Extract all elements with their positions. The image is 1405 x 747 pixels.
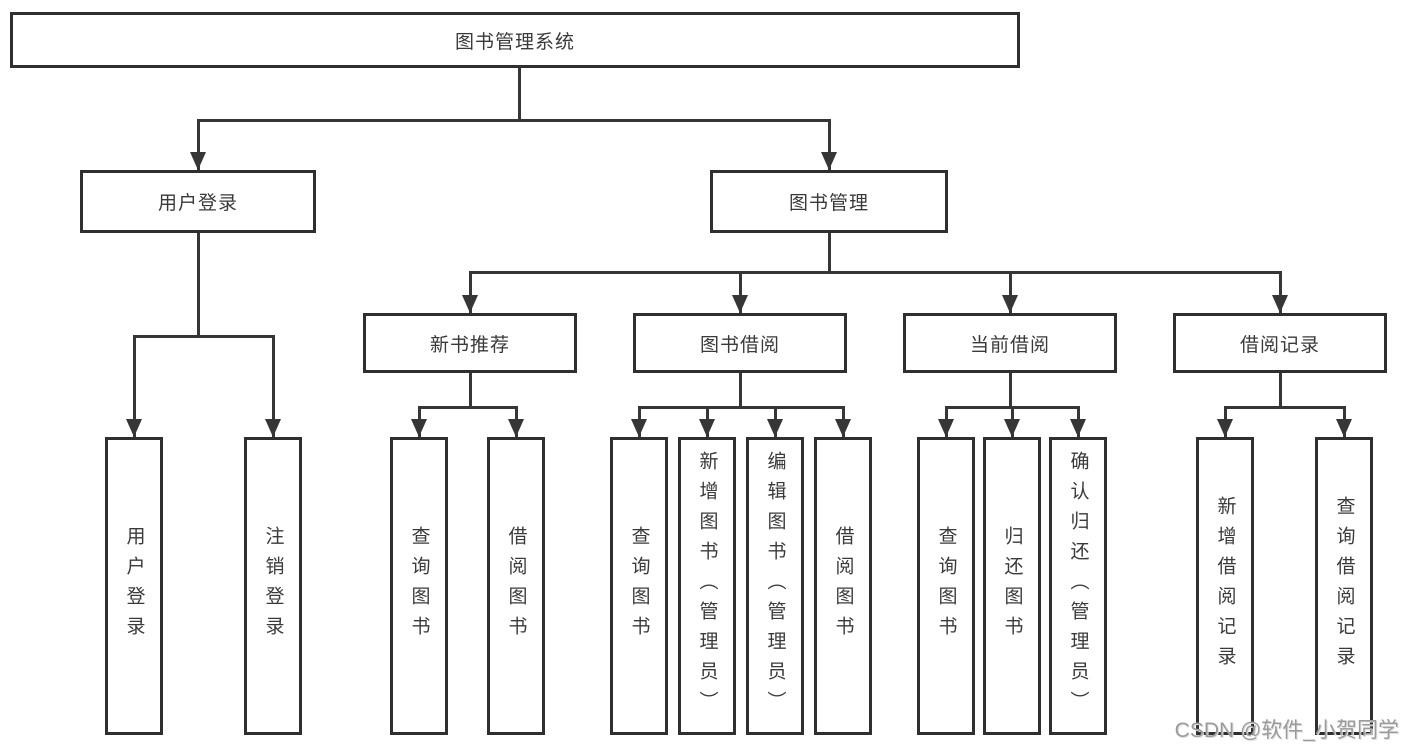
connector-line bbox=[828, 233, 831, 274]
leaf-logout: 注销登录 bbox=[244, 437, 302, 735]
leaf-label: 新增图书（管理员） bbox=[696, 451, 718, 721]
leaf-confirm-return-admin: 确认归还（管理员） bbox=[1049, 437, 1107, 735]
leaf-query-books-recommend: 查询图书 bbox=[390, 437, 448, 735]
connector-line bbox=[739, 373, 742, 409]
arrowhead bbox=[462, 295, 478, 313]
node-label: 借阅记录 bbox=[1239, 334, 1320, 356]
node-book-management: 图书管理 bbox=[710, 170, 948, 233]
leaf-edit-book-admin: 编辑图书（管理员） bbox=[746, 437, 804, 735]
connector-line bbox=[1224, 406, 1346, 409]
leaf-borrow-books: 借阅图书 bbox=[814, 437, 872, 735]
connector-line bbox=[1009, 271, 1012, 313]
leaf-label: 查询借阅记录 bbox=[1333, 496, 1355, 676]
leaf-label: 用户登录 bbox=[123, 526, 145, 646]
connector-line bbox=[272, 335, 275, 437]
node-current-borrow: 当前借阅 bbox=[903, 313, 1117, 373]
node-label: 用户登录 bbox=[157, 193, 238, 214]
leaf-return-books: 归还图书 bbox=[983, 437, 1041, 735]
leaf-label: 编辑图书（管理员） bbox=[764, 451, 786, 721]
connector-line bbox=[197, 233, 200, 338]
leaf-label: 新增借阅记录 bbox=[1214, 496, 1236, 676]
node-user-login: 用户登录 bbox=[80, 170, 316, 233]
leaf-label: 确认归还（管理员） bbox=[1067, 451, 1089, 721]
leaf-add-book-admin: 新增图书（管理员） bbox=[678, 437, 736, 735]
connector-line bbox=[469, 271, 472, 313]
arrowhead bbox=[631, 419, 647, 437]
arrowhead bbox=[411, 419, 427, 437]
leaf-add-borrow-record: 新增借阅记录 bbox=[1196, 437, 1254, 735]
connector-line bbox=[197, 119, 200, 170]
arrowhead bbox=[508, 419, 524, 437]
arrowhead bbox=[821, 152, 837, 170]
arrowhead bbox=[1002, 295, 1018, 313]
leaf-label: 查询图书 bbox=[628, 526, 650, 646]
leaf-user-login: 用户登录 bbox=[105, 437, 163, 735]
arrowhead bbox=[835, 419, 851, 437]
node-label: 图书借阅 bbox=[699, 334, 780, 356]
connector-line bbox=[133, 335, 136, 437]
arrowhead bbox=[1004, 419, 1020, 437]
node-label: 图书管理系统 bbox=[454, 31, 575, 53]
node-label: 新书推荐 bbox=[429, 334, 510, 356]
connector-line bbox=[1009, 373, 1012, 409]
connector-line bbox=[133, 335, 275, 338]
arrowhead bbox=[732, 295, 748, 313]
leaf-borrow-books-recommend: 借阅图书 bbox=[487, 437, 545, 735]
connector-line bbox=[418, 406, 517, 409]
arrowhead bbox=[767, 419, 783, 437]
arrowhead bbox=[1217, 419, 1233, 437]
node-book-borrow: 图书借阅 bbox=[633, 313, 847, 373]
node-label: 当前借阅 bbox=[969, 334, 1050, 356]
connector-line bbox=[1279, 373, 1282, 409]
arrowhead bbox=[699, 419, 715, 437]
node-label: 图书管理 bbox=[788, 193, 869, 214]
arrowhead bbox=[938, 419, 954, 437]
arrowhead bbox=[1272, 295, 1288, 313]
arrowhead bbox=[1336, 419, 1352, 437]
leaf-query-books-current: 查询图书 bbox=[917, 437, 975, 735]
connector-line bbox=[197, 119, 831, 122]
connector-line bbox=[828, 119, 831, 170]
connector-line bbox=[1279, 271, 1282, 313]
node-library-management-system: 图书管理系统 bbox=[10, 12, 1020, 68]
leaf-query-books-borrow: 查询图书 bbox=[610, 437, 668, 735]
connector-line bbox=[739, 271, 742, 313]
node-new-book-recommend: 新书推荐 bbox=[363, 313, 577, 373]
connector-line bbox=[469, 373, 472, 409]
connector-line bbox=[638, 406, 845, 409]
leaf-label: 查询图书 bbox=[935, 526, 957, 646]
leaf-label: 注销登录 bbox=[262, 526, 284, 646]
leaf-label: 借阅图书 bbox=[505, 526, 527, 646]
leaf-label: 归还图书 bbox=[1001, 526, 1023, 646]
leaf-label: 借阅图书 bbox=[832, 526, 854, 646]
connector-line bbox=[469, 271, 1282, 274]
arrowhead bbox=[190, 152, 206, 170]
watermark: CSDN @软件_小贺同学 bbox=[1174, 719, 1399, 742]
node-borrow-records: 借阅记录 bbox=[1173, 313, 1387, 373]
leaf-query-borrow-record: 查询借阅记录 bbox=[1315, 437, 1373, 735]
leaf-label: 查询图书 bbox=[408, 526, 430, 646]
arrowhead bbox=[1070, 419, 1086, 437]
arrowhead bbox=[126, 419, 142, 437]
arrowhead bbox=[265, 419, 281, 437]
connector-line bbox=[518, 68, 521, 122]
